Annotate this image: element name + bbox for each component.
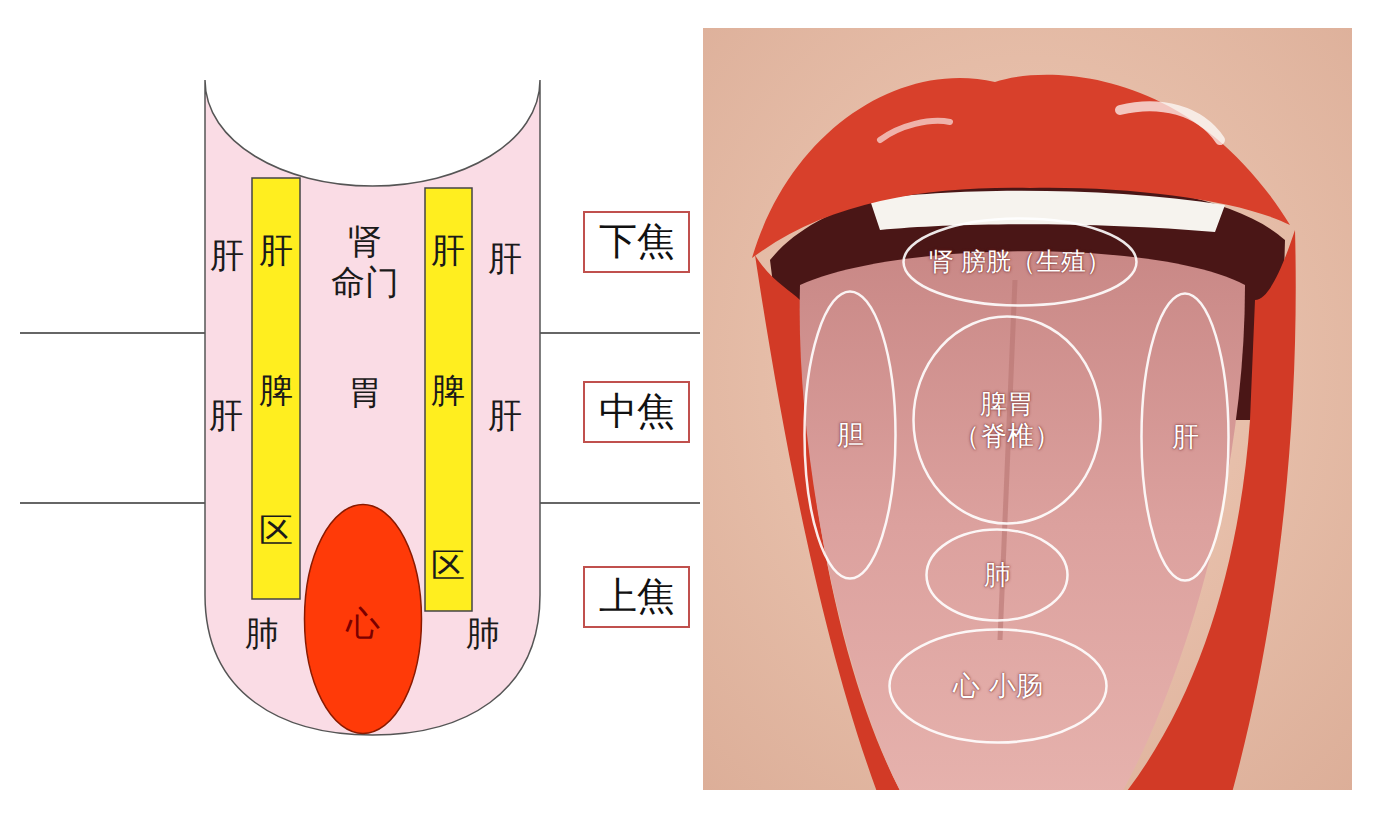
lip-highlight: [1120, 106, 1220, 140]
organ-label: 脾: [259, 370, 293, 411]
organ-label: 肝: [1172, 421, 1199, 453]
organ-label: 脾: [431, 370, 465, 411]
jiao-box-shape: [584, 212, 689, 272]
organ-label: 胆: [837, 419, 864, 451]
organ-label: 肝: [259, 230, 293, 271]
organ-label: 脾胃 （脊椎）: [949, 388, 1065, 453]
zone-ellipse: 肝: [1140, 292, 1230, 582]
jiao-box-shape: [584, 382, 689, 442]
organ-label: 肝: [431, 230, 465, 271]
tongue-outline-shape: [205, 80, 540, 735]
heart-ellipse: 心: [303, 503, 423, 735]
jiao-box: 下焦: [583, 211, 690, 273]
tongue: [800, 251, 1245, 790]
upper-lip: [752, 75, 1290, 258]
jiao-box-shape: [584, 567, 689, 627]
spleen-liver-bar-shape: [425, 188, 472, 611]
zone-ellipse: 肾 膀胱（生殖）: [902, 217, 1138, 307]
divider-line: [20, 502, 205, 504]
zone-ellipse: 胆: [803, 290, 897, 580]
organ-label: 区: [259, 510, 293, 551]
zone-ellipse-shape: [1142, 294, 1229, 581]
zone-ellipse: 脾胃 （脊椎）: [912, 315, 1102, 525]
organ-label: 肺: [466, 613, 500, 654]
zone-ellipse-shape: [805, 292, 896, 579]
zone-ellipse: 心 小肠: [888, 628, 1108, 744]
zone-ellipse-shape: [914, 317, 1101, 524]
spleen-liver-bar: 肝脾区: [251, 177, 301, 600]
jiao-box: 中焦: [583, 381, 690, 443]
divider-line: [540, 332, 700, 334]
organ-label: 胃: [348, 372, 382, 413]
divider-line: [20, 332, 205, 334]
zone-ellipse-shape: [904, 219, 1137, 306]
divider-line: [540, 502, 700, 504]
organ-label: 肾 命门: [328, 221, 403, 303]
organ-label: 肾 膀胱（生殖）: [929, 247, 1112, 277]
organ-label: 中焦: [599, 389, 675, 435]
organ-label: 区: [431, 545, 465, 586]
organ-label: 心 小肠: [953, 670, 1043, 702]
organ-label: 下焦: [599, 219, 675, 265]
organ-label: 肝: [488, 395, 522, 436]
organ-label: 肝: [209, 395, 243, 436]
organ-label: 肺: [984, 559, 1011, 591]
zone-ellipse-shape: [890, 630, 1107, 743]
spleen-liver-bar: 肝脾区: [424, 187, 473, 612]
heart-ellipse-shape: [305, 505, 422, 734]
tongue-outline: 肝肾 命门肝肝胃肝肺肺肝脾区心肝脾区: [205, 80, 540, 735]
zone-ellipse-shape: [927, 530, 1068, 621]
organ-label: 上焦: [599, 574, 675, 620]
organ-label: 肝: [210, 235, 244, 276]
lip-highlight: [880, 121, 950, 140]
tongue-photo: [703, 28, 1352, 790]
spleen-liver-bar-shape: [252, 178, 300, 599]
zone-ellipse: 肺: [925, 528, 1069, 622]
organ-label: 心: [346, 603, 380, 644]
teeth: [870, 191, 1225, 232]
lower-lip: [755, 230, 1296, 790]
organ-label: 肺: [245, 613, 279, 654]
jiao-box: 上焦: [583, 566, 690, 628]
organ-label: 肝: [488, 238, 522, 279]
